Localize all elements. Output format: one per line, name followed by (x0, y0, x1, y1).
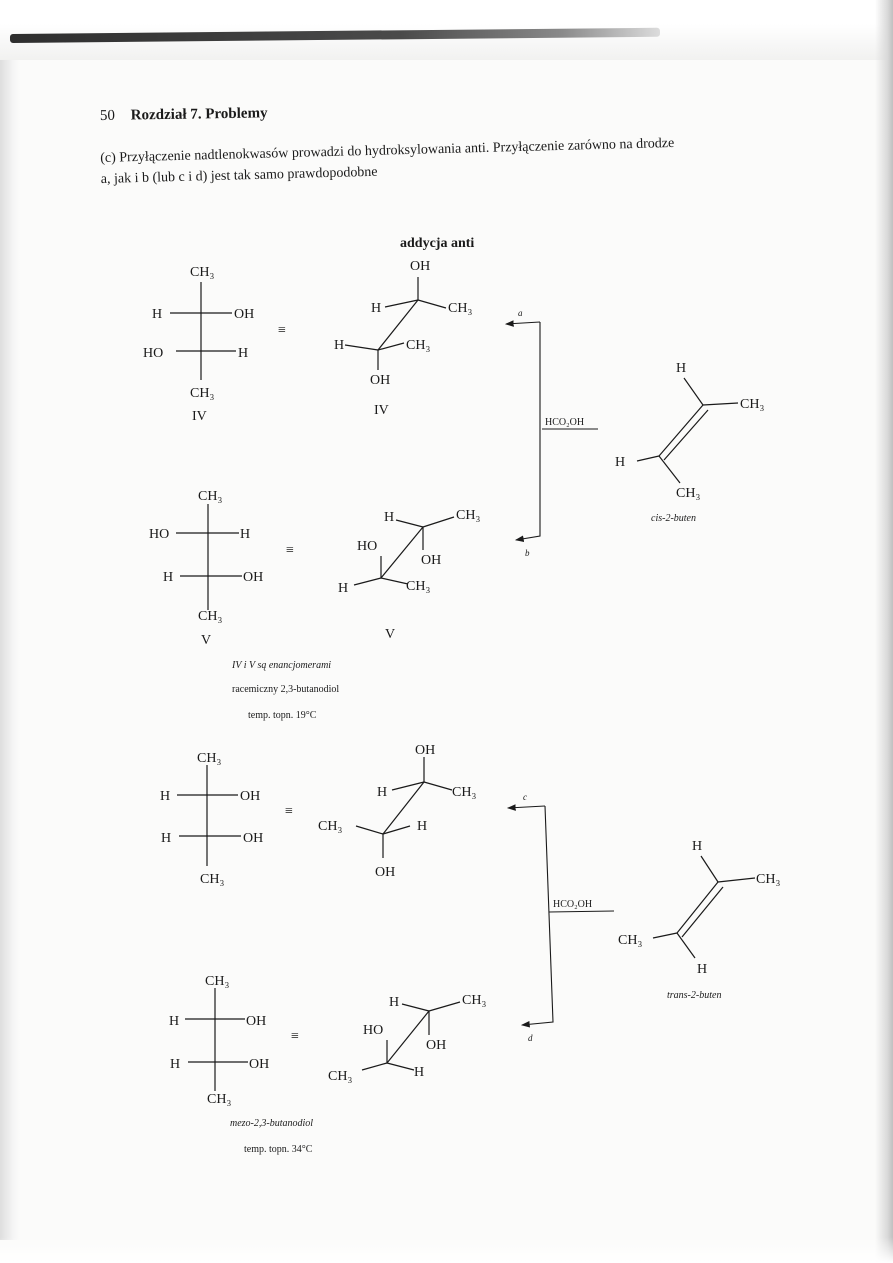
sawhorse-meso-2: H CH₃ HO OH CH₃ H (328, 993, 486, 1084)
trans-ch3-right: CH₃ (756, 872, 780, 887)
cis-ch3-right: CH₃ (740, 397, 764, 412)
meso2-saw-h-top: H (389, 995, 399, 1010)
meso2-fischer-oh-lower: OH (249, 1057, 269, 1072)
v-saw-ch3-bottom: CH₃ (406, 579, 430, 594)
meso1-saw-top-oh: OH (415, 743, 435, 758)
iv-fischer-label: IV (192, 409, 207, 424)
iv-fischer-top-ch3: CH₃ (190, 265, 214, 280)
meso2-fischer-bottom-ch3: CH₃ (207, 1092, 231, 1107)
v-saw-h-bottom: H (338, 581, 348, 596)
note-enantiomers: IV i V są enancjomerami (231, 660, 331, 671)
meso2-saw-ch3-bottom: CH₃ (328, 1069, 352, 1084)
scan-right-shadow (875, 0, 893, 1263)
meso2-saw-h-bottom: H (414, 1065, 424, 1080)
meso1-fischer-h-upper: H (160, 789, 170, 804)
meso1-fischer-oh-lower: OH (243, 831, 263, 846)
reagent-label-1: HCO₂OH (545, 417, 584, 428)
fischer-meso-1: CH₃ H OH H OH CH₃ (160, 751, 263, 887)
meso2-saw-oh: OH (426, 1038, 446, 1053)
meso2-fischer-h-lower: H (170, 1057, 180, 1072)
v-fischer-h-left: H (163, 570, 173, 585)
arrow-pathway-cd (506, 804, 615, 1028)
cis-ch3-bottom: CH₃ (676, 486, 700, 501)
equiv-3: ≡ (285, 804, 293, 819)
meso1-saw-h-front: H (377, 785, 387, 800)
note-meso: mezo-2,3-butanodiol (230, 1118, 313, 1129)
iv-saw-ch3-back: CH₃ (406, 338, 430, 353)
path-a-label: a (518, 308, 523, 318)
meso1-saw-ch3-front: CH₃ (452, 785, 476, 800)
meso2-fischer-top-ch3: CH₃ (205, 974, 229, 989)
section-title: addycja anti (400, 236, 474, 251)
meso1-saw-bottom-oh: OH (375, 865, 395, 880)
meso1-saw-h-back: H (417, 819, 427, 834)
v-saw-ch3-top: CH₃ (456, 508, 480, 523)
reagent-label-2: HCO₂OH (553, 899, 592, 910)
trans-butene-name: trans-2-buten (667, 990, 721, 1001)
meso1-saw-ch3-back: CH₃ (318, 819, 342, 834)
v-saw-oh: OH (421, 553, 441, 568)
sawhorse-meso-1: OH H CH₃ CH₃ H OH (318, 743, 476, 880)
v-fischer-top-ch3: CH₃ (198, 489, 222, 504)
iv-fischer-ho-left: HO (143, 346, 163, 361)
sawhorse-v: H CH₃ HO OH H CH₃ V (338, 508, 480, 642)
path-d-label: d (528, 1033, 533, 1043)
cis-butene-name: cis-2-buten (651, 513, 696, 524)
meso1-fischer-top-ch3: CH₃ (197, 751, 221, 766)
meso2-saw-ch3-top: CH₃ (462, 993, 486, 1008)
note-mp-racemic: temp. topn. 19°C (248, 710, 317, 721)
equiv-1: ≡ (278, 323, 286, 338)
meso1-fischer-h-lower: H (161, 831, 171, 846)
iv-fischer-h-left: H (152, 307, 162, 322)
v-fischer-ho-left: HO (149, 527, 169, 542)
v-fischer-h-right: H (240, 527, 250, 542)
meso2-fischer-oh-upper: OH (246, 1014, 266, 1029)
trans-h-top: H (692, 839, 702, 854)
fischer-v: CH₃ HO H H OH CH₃ V (149, 489, 263, 648)
iv-saw-label: IV (374, 403, 389, 418)
equiv-4: ≡ (291, 1029, 299, 1044)
v-fischer-bottom-ch3: CH₃ (198, 609, 222, 624)
arrow-pathway-ab (504, 320, 598, 542)
meso2-saw-ho: HO (363, 1023, 383, 1038)
v-saw-label: V (385, 627, 395, 642)
v-saw-ho: HO (357, 539, 377, 554)
trans-h-bottom: H (697, 962, 707, 977)
trans-2-butene: H CH₃ CH₃ H trans-2-buten (618, 839, 780, 1001)
path-c-label: c (523, 792, 527, 802)
v-saw-h-top: H (384, 510, 394, 525)
cis-h-top: H (676, 361, 686, 376)
iv-saw-ch3-front: CH₃ (448, 301, 472, 316)
equiv-2: ≡ (286, 543, 294, 558)
iv-saw-bottom-oh: OH (370, 373, 390, 388)
cis-2-butene: H CH₃ H CH₃ cis-2-buten (615, 361, 764, 524)
note-racemic: racemiczny 2,3-butanodiol (232, 684, 339, 695)
sawhorse-iv: OH H CH₃ H CH₃ OH IV (334, 259, 472, 418)
fischer-meso-2: CH₃ H OH H OH CH₃ (169, 974, 269, 1107)
path-b-label: b (525, 548, 530, 558)
meso2-fischer-h-upper: H (169, 1014, 179, 1029)
fischer-iv: CH₃ H OH HO H CH₃ IV (143, 265, 254, 424)
iv-fischer-h-right: H (238, 346, 248, 361)
iv-saw-h-back: H (334, 338, 344, 353)
iv-saw-top-oh: OH (410, 259, 430, 274)
meso1-fischer-oh-upper: OH (240, 789, 260, 804)
trans-ch3-left: CH₃ (618, 933, 642, 948)
scan-left-shadow (0, 60, 20, 1240)
scan-bottom-fade (0, 1237, 893, 1263)
v-fischer-oh-right: OH (243, 570, 263, 585)
meso1-fischer-bottom-ch3: CH₃ (200, 872, 224, 887)
v-fischer-label: V (201, 633, 211, 648)
note-mp-meso: temp. topn. 34°C (244, 1144, 313, 1155)
cis-h-left: H (615, 455, 625, 470)
iv-fischer-oh-right: OH (234, 307, 254, 322)
iv-saw-h-front: H (371, 301, 381, 316)
iv-fischer-bottom-ch3: CH₃ (190, 386, 214, 401)
